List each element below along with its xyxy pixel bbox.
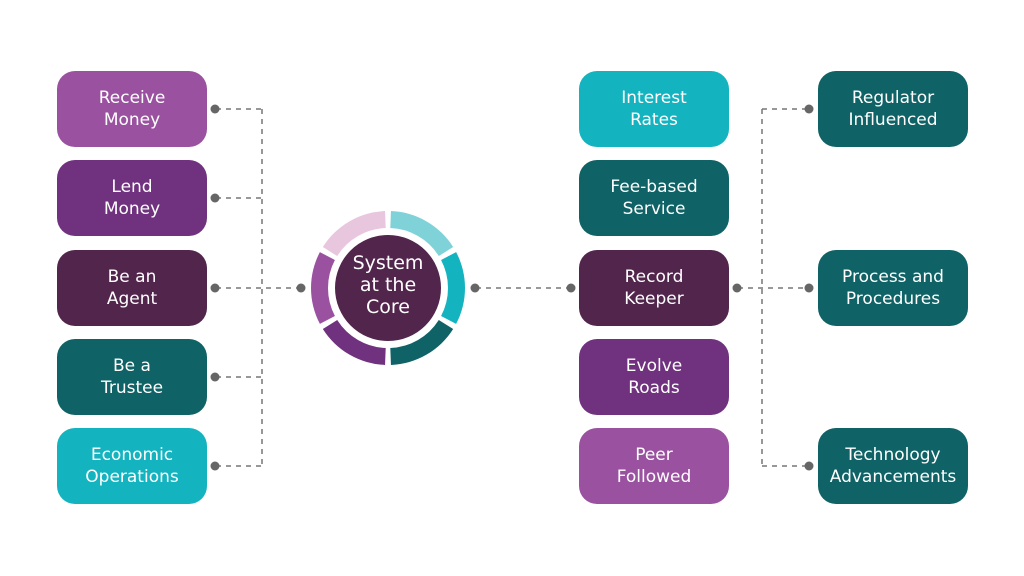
connector-dot [804,461,814,471]
node-line1: Fee-based [610,177,698,197]
connector-dot [210,104,220,114]
connector-dot [470,283,480,293]
node-line2: Agent [106,289,158,309]
node-line1: Technology [845,445,941,465]
node-line2: Advancements [829,467,957,487]
ring-segment [311,252,335,324]
connector-dot [296,283,306,293]
node-line1: Peer [635,445,673,465]
core-label-line2: at the [359,274,417,296]
node-line2: Operations [85,467,179,487]
node-line2: Rates [630,110,678,130]
ring-segment [322,211,386,257]
core-label: System at the Core [338,252,438,318]
node-line1: Interest [621,88,687,108]
connector-dot [804,104,814,114]
connector-dot [210,193,220,203]
node-line1: Record [624,267,684,287]
connector-dot [566,283,576,293]
node-line1: Process and [842,267,944,287]
node-line1: Lend [111,177,153,197]
node-line2: Influenced [848,110,938,130]
node-line2: Keeper [624,289,684,309]
connector-dot [210,372,220,382]
node-line1: Evolve [625,356,683,376]
core-ring [311,211,466,365]
core-circle [335,235,441,341]
ring-segment [441,252,466,324]
node-line2: Trustee [100,378,164,398]
node-line2: Service [622,199,686,219]
connector-dot [210,283,220,293]
node-line2: Money [103,110,161,130]
ring-segment [322,319,386,365]
core-label-line1: System [352,252,424,274]
node-line2: Roads [628,378,680,398]
node-line1: Regulator [851,88,935,108]
core-label-line3: Core [366,296,410,318]
connector-dot [804,283,814,293]
connector-dot [210,461,220,471]
node-line2: Money [103,199,161,219]
connector-dot [732,283,742,293]
ring-segment [390,319,454,365]
node-line1: Be an [107,267,157,287]
node-line2: Followed [616,467,692,487]
node-line1: Economic [90,445,174,465]
node-line1: Be a [113,356,151,376]
node-line2: Procedures [845,289,941,309]
ring-segment [390,211,454,257]
node-line1: Receive [98,88,166,108]
